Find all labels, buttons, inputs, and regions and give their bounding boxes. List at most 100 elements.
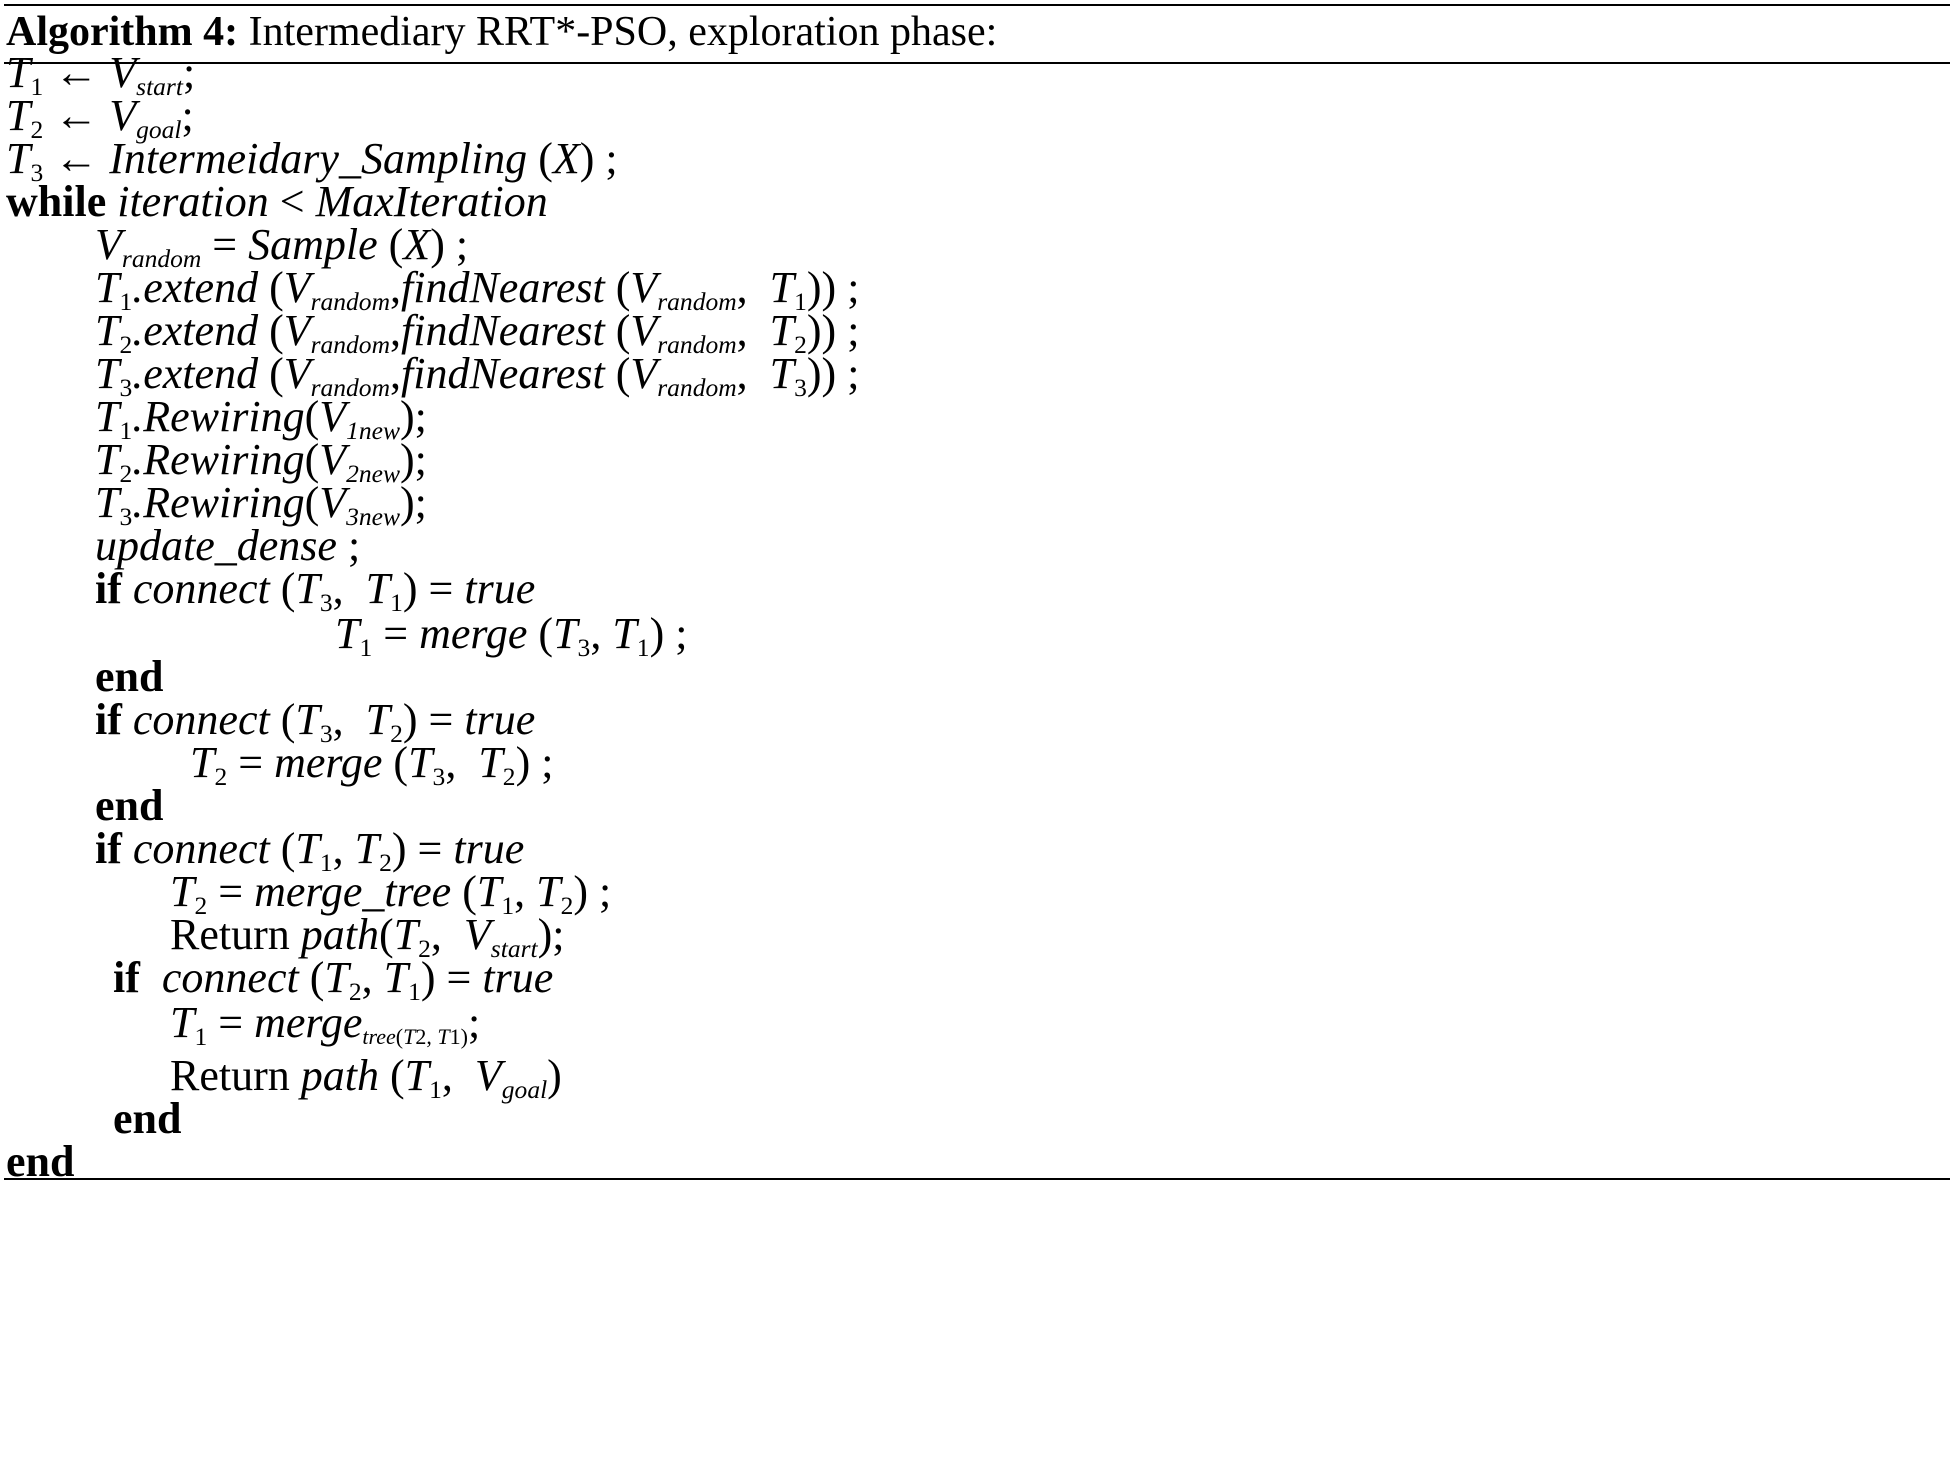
math-token: 1 <box>30 72 44 102</box>
algorithm-line-23: T1 = mergetree(T2, T1); <box>170 996 480 1050</box>
math-token: ; <box>181 91 194 140</box>
math-token: merge <box>254 998 363 1047</box>
math-token: ) <box>537 910 553 959</box>
math-token: merge <box>419 609 528 658</box>
math-token: .Rewiring <box>132 392 305 441</box>
algorithm-line-14: T1 = merge (T3, T1) ; <box>335 607 687 661</box>
bottom-rule <box>4 1178 1950 1180</box>
math-token: ( <box>304 478 320 527</box>
math-token: 1 <box>449 1024 461 1050</box>
math-token: ← <box>54 48 99 97</box>
math-token: ( <box>615 349 631 398</box>
math-token: ( <box>304 392 320 441</box>
math-token: T <box>95 349 120 398</box>
math-token: ) <box>460 1024 468 1050</box>
algorithm-line-10: T2.Rewiring(V2new); <box>95 433 427 487</box>
math-token: T <box>769 306 795 355</box>
algorithm-line-8: T3.extend (Vrandom,findNearest (Vrandom,… <box>95 347 859 401</box>
math-token: V <box>630 349 658 398</box>
algorithm-line-25: end <box>113 1092 181 1146</box>
math-token: , <box>390 263 401 312</box>
math-token: ( <box>395 1024 404 1050</box>
math-token: random <box>657 287 737 317</box>
math-token: ; <box>675 609 688 658</box>
math-token: 1 <box>429 1075 442 1105</box>
math-token: ) <box>821 349 837 398</box>
math-token: , <box>332 695 344 744</box>
math-token: T <box>476 867 502 916</box>
math-token: true <box>482 953 554 1002</box>
math-token: random <box>310 330 390 360</box>
math-token: T <box>6 134 31 183</box>
algorithm-line-7: T2.extend (Vrandom,findNearest (Vrandom,… <box>95 304 859 358</box>
math-token: T <box>403 1024 416 1050</box>
math-token: T <box>6 91 31 140</box>
math-token: ) <box>579 134 595 183</box>
math-token: random <box>310 287 390 317</box>
math-token: 1 <box>194 1022 208 1052</box>
math-token: , <box>426 1024 432 1050</box>
math-token: findNearest <box>401 306 605 355</box>
math-token: start <box>490 934 538 964</box>
math-token: = <box>212 220 238 269</box>
math-token: ; <box>182 48 196 97</box>
math-token: T <box>95 392 120 441</box>
math-token: 3new <box>346 502 400 532</box>
math-token: T <box>295 824 320 873</box>
math-token: ; <box>552 910 565 959</box>
math-token: connect <box>132 564 270 613</box>
math-token: ( <box>538 609 554 658</box>
math-token: 2 <box>794 330 807 360</box>
math-token: connect <box>132 695 270 744</box>
math-token: .Rewiring <box>132 478 305 527</box>
math-token: T <box>365 564 391 613</box>
math-token: 3 <box>319 719 333 749</box>
math-token: T <box>95 263 120 312</box>
math-token: ; <box>541 738 554 787</box>
math-token: end <box>6 1137 75 1186</box>
math-token: T <box>170 998 195 1047</box>
math-token: = <box>446 953 472 1002</box>
math-token: merge_tree <box>254 867 452 916</box>
math-token: ( <box>304 435 320 484</box>
math-token: ( <box>615 263 631 312</box>
math-token: , <box>514 867 526 916</box>
math-token: ) <box>515 738 531 787</box>
algorithm-line-24: Return path (T1, Vgoal) <box>170 1049 562 1103</box>
math-token: ) <box>391 824 407 873</box>
math-token: ) <box>547 1051 562 1100</box>
math-token: .extend <box>132 263 259 312</box>
math-token: ( <box>538 134 553 183</box>
math-token: 1 <box>636 633 650 663</box>
math-token: 2 <box>379 848 392 878</box>
math-token: ; <box>847 349 860 398</box>
math-token: .extend <box>132 306 259 355</box>
algorithm-caption: Algorithm 4: Intermediary RRT*-PSO, expl… <box>6 6 997 58</box>
math-token: 2new <box>346 459 400 489</box>
math-token: ; <box>467 998 481 1047</box>
math-token: 3 <box>432 762 446 792</box>
math-token: goal <box>501 1075 548 1105</box>
math-token: = <box>428 564 454 613</box>
math-token: ) <box>400 392 415 441</box>
math-token: findNearest <box>401 263 605 312</box>
algorithm-line-22: if connect (T2, T1) = true <box>113 951 553 1005</box>
math-token: Return <box>170 910 290 959</box>
math-token: X <box>403 220 431 269</box>
math-token: ) <box>649 609 665 658</box>
math-token: ( <box>269 263 284 312</box>
math-token: , <box>736 263 748 312</box>
math-token: , <box>445 738 457 787</box>
math-token: ) <box>573 867 588 916</box>
math-token: V <box>283 306 311 355</box>
math-token: T <box>170 867 195 916</box>
math-token: 2 <box>119 459 133 489</box>
math-token: T <box>536 867 561 916</box>
math-token: , <box>441 1051 453 1100</box>
math-token: = <box>383 609 409 658</box>
math-token: T <box>769 263 795 312</box>
math-token: T <box>190 738 215 787</box>
math-token: 2 <box>415 1024 427 1050</box>
algorithm-line-1: T1 ← Vstart; <box>6 46 195 100</box>
math-token: start <box>136 72 183 102</box>
